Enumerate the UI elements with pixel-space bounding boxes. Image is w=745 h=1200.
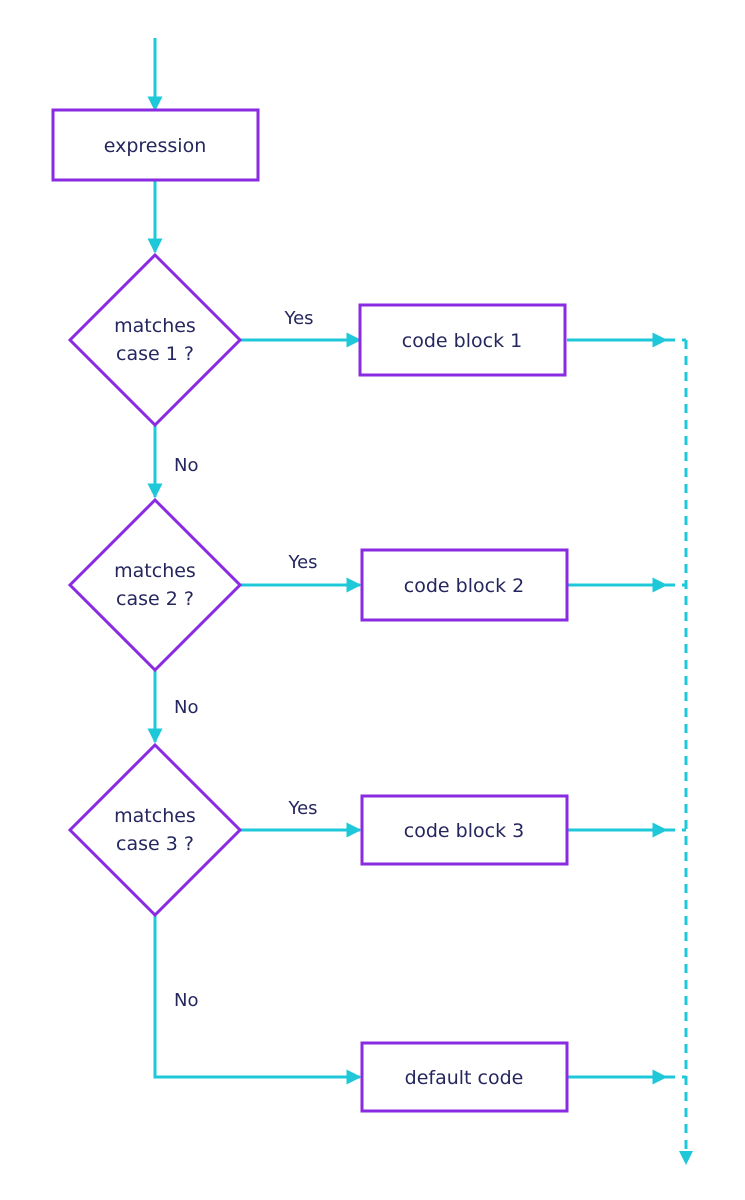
code-block-2-label: code block 2 bbox=[404, 575, 524, 597]
decision-1-line-1: matches bbox=[114, 315, 196, 337]
no-label-2: No bbox=[174, 697, 198, 718]
exit-arrowhead bbox=[679, 1151, 693, 1165]
yes-label-1: Yes bbox=[283, 308, 313, 329]
node-code-block-2: code block 2 bbox=[360, 548, 569, 622]
edges bbox=[147, 38, 668, 1085]
edge-decision-3-no bbox=[153, 915, 362, 1085]
node-code-block-1: code block 1 bbox=[358, 303, 567, 377]
decision-2-line-1: matches bbox=[114, 560, 196, 582]
decision-3-line-1: matches bbox=[114, 805, 196, 827]
no-label-3: No bbox=[174, 990, 198, 1011]
default-code-label: default code bbox=[405, 1067, 524, 1089]
decision-1: matches case 1 ? bbox=[67, 252, 243, 428]
code-block-1-label: code block 1 bbox=[402, 330, 522, 352]
decision-3: matches case 3 ? bbox=[67, 742, 243, 918]
no-label-1: No bbox=[174, 455, 198, 476]
decision-3-line-2: case 3 ? bbox=[116, 833, 194, 855]
decision-1-line-2: case 1 ? bbox=[116, 343, 194, 365]
decision-2: matches case 2 ? bbox=[67, 497, 243, 673]
code-block-3-label: code block 3 bbox=[404, 820, 524, 842]
yes-label-3: Yes bbox=[287, 798, 317, 819]
yes-label-2: Yes bbox=[287, 552, 317, 573]
node-expression: expression bbox=[51, 108, 260, 182]
decision-2-line-2: case 2 ? bbox=[116, 588, 194, 610]
expression-label: expression bbox=[104, 135, 207, 157]
node-default-code: default code bbox=[360, 1041, 569, 1113]
exit-column bbox=[666, 338, 688, 1160]
node-code-block-3: code block 3 bbox=[360, 794, 569, 866]
